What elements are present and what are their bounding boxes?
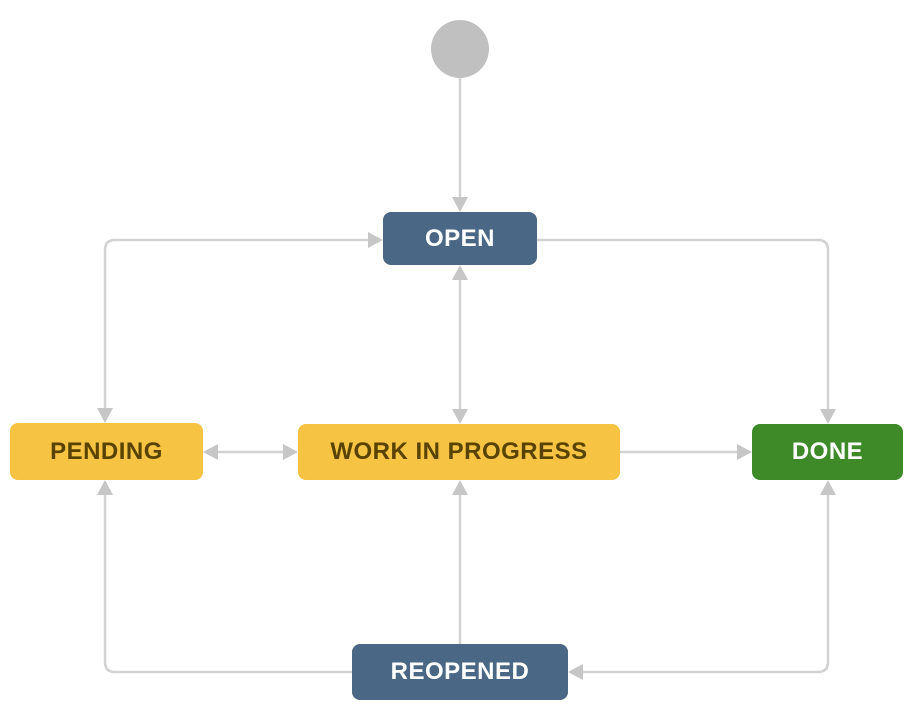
status-label-reopened: REOPENED xyxy=(390,658,530,685)
arrowhead-into-reopened-right xyxy=(568,664,583,680)
edge-open-to-done xyxy=(537,238,830,409)
edge-done-reopened xyxy=(583,495,830,674)
arrowhead-into-pending-bottom xyxy=(97,480,113,495)
arrowhead-into-work-in-progress-top xyxy=(452,409,468,424)
status-label-pending: PENDING xyxy=(50,437,163,465)
status-label-work-in-progress: WORK IN PROGRESS xyxy=(330,438,588,465)
edge-reopened-to-pending xyxy=(103,495,352,674)
status-node-pending[interactable]: PENDING xyxy=(10,423,203,480)
status-label-done: DONE xyxy=(791,438,864,465)
arrowhead-into-pending-top xyxy=(97,408,113,423)
arrowhead-into-open-left xyxy=(368,232,383,248)
connector-lines xyxy=(103,78,830,674)
arrowhead-into-done-left xyxy=(737,444,752,460)
arrowhead-into-done-top xyxy=(820,409,836,424)
arrowhead-into-done-bottom xyxy=(820,480,836,495)
arrowhead-into-work-in-progress-left xyxy=(283,444,298,460)
status-node-done[interactable]: DONE xyxy=(752,424,903,480)
status-node-work-in-progress[interactable]: WORK IN PROGRESS xyxy=(298,424,620,480)
arrowhead-into-open-top xyxy=(452,197,468,212)
edge-open-pending xyxy=(103,238,368,408)
arrowheads xyxy=(97,197,836,680)
status-node-open[interactable]: OPEN xyxy=(383,212,537,265)
start-node-circle[interactable] xyxy=(431,20,489,78)
status-node-reopened[interactable]: REOPENED xyxy=(352,644,568,700)
arrowhead-into-work-in-progress-bottom xyxy=(452,480,468,495)
arrowhead-into-pending-right xyxy=(203,444,218,460)
status-label-open: OPEN xyxy=(424,224,495,252)
arrowhead-into-open-bottom xyxy=(452,265,468,280)
